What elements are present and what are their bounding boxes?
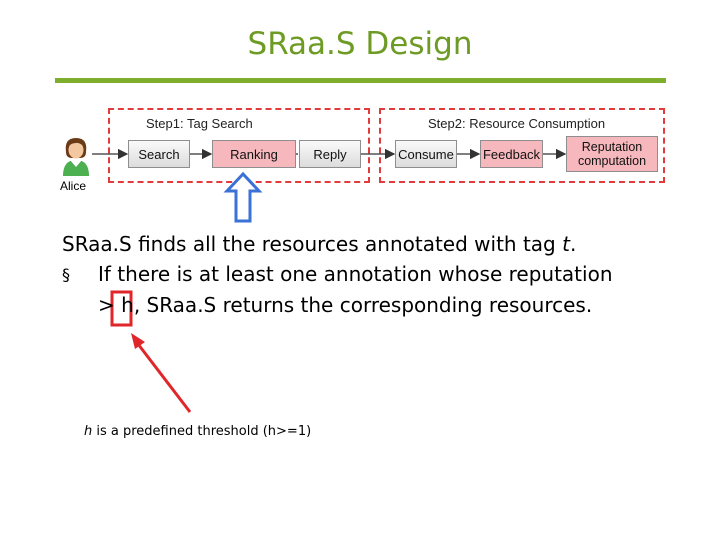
bullet-line-1: If there is at least one annotation whos… [98,262,613,286]
bullet-marker: § [62,265,70,284]
h-highlight-box [110,290,133,327]
node-feedback: Feedback [480,140,543,168]
main-statement-text: SRaa.S finds all the resources annotated… [62,232,563,256]
node-reputation-computation: Reputation computation [566,136,658,172]
threshold-note: h is a predefined threshold (h>=1) [84,424,311,439]
note-text: is a predefined threshold (h>=1) [92,424,312,439]
node-search: Search [128,140,190,168]
step2-box [379,108,665,183]
node-reputation-line1: Reputation [581,140,643,154]
tag-variable: t [562,232,570,256]
main-statement: SRaa.S finds all the resources annotated… [62,232,576,256]
main-statement-period: . [569,232,577,256]
step1-label: Step1: Tag Search [146,116,253,131]
user-label: Alice [60,179,87,193]
node-reply: Reply [299,140,361,168]
node-consume: Consume [395,140,457,168]
slide-title: SRaa.S Design [247,26,473,62]
bullet-line-2-prefix: > [98,293,122,317]
title-divider [55,78,666,83]
note-variable: h [84,424,93,439]
bullet-line-2-text: , SRaa.S returns the corresponding resou… [133,293,593,317]
node-ranking: Ranking [212,140,296,168]
threshold-variable: h [121,293,134,317]
step2-label: Step2: Resource Consumption [428,116,606,131]
workflow-diagram: Step1: Tag Search Step2: Resource Consum… [0,0,720,200]
node-reputation-line2: computation [577,154,647,168]
user-avatar-icon [63,138,89,176]
bullet-line-2: > h, SRaa.S returns the corresponding re… [98,293,592,317]
highlight-up-arrow-icon [223,171,263,223]
pointer-arrow-icon [131,333,192,413]
